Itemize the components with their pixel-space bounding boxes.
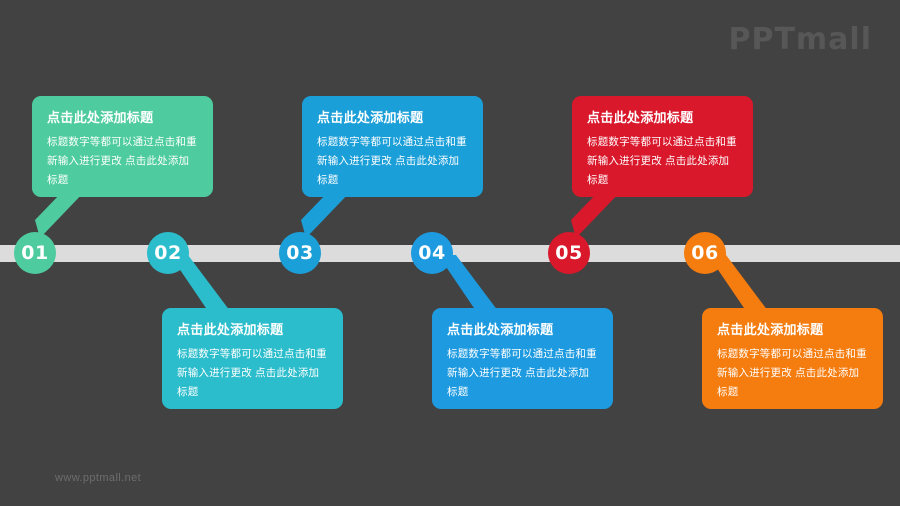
card-title: 点击此处添加标题	[587, 110, 694, 125]
node-number: 03	[286, 242, 314, 264]
node-number: 04	[418, 242, 446, 264]
card-title: 点击此处添加标题	[447, 322, 554, 337]
card-body: 标题数字等都可以通过点击和重新输入进行更改 点击此处添加标题	[587, 135, 737, 187]
timeline-node-02[interactable]: 02	[147, 232, 189, 274]
node-number: 06	[691, 242, 719, 264]
card-body: 标题数字等都可以通过点击和重新输入进行更改 点击此处添加标题	[447, 347, 597, 399]
node-number: 01	[21, 242, 49, 264]
card-title: 点击此处添加标题	[317, 110, 424, 125]
timeline-node-01[interactable]: 01	[14, 232, 56, 274]
pptmall-logo: PPTmall	[728, 22, 872, 57]
footer-url: www.pptmall.net	[55, 472, 142, 484]
card-body: 标题数字等都可以通过点击和重新输入进行更改 点击此处添加标题	[177, 347, 327, 399]
card-06[interactable]: 点击此处添加标题 标题数字等都可以通过点击和重新输入进行更改 点击此处添加标题	[702, 308, 883, 409]
card-02[interactable]: 点击此处添加标题 标题数字等都可以通过点击和重新输入进行更改 点击此处添加标题	[162, 308, 343, 409]
card-05[interactable]: 点击此处添加标题 标题数字等都可以通过点击和重新输入进行更改 点击此处添加标题	[572, 96, 753, 197]
card-title: 点击此处添加标题	[717, 322, 824, 337]
card-04[interactable]: 点击此处添加标题 标题数字等都可以通过点击和重新输入进行更改 点击此处添加标题	[432, 308, 613, 409]
card-title: 点击此处添加标题	[47, 110, 154, 125]
timeline-node-03[interactable]: 03	[279, 232, 321, 274]
card-body: 标题数字等都可以通过点击和重新输入进行更改 点击此处添加标题	[317, 135, 467, 187]
card-body: 标题数字等都可以通过点击和重新输入进行更改 点击此处添加标题	[717, 347, 867, 399]
timeline-node-06[interactable]: 06	[684, 232, 726, 274]
node-number: 02	[154, 242, 182, 264]
node-number: 05	[555, 242, 583, 264]
card-03[interactable]: 点击此处添加标题 标题数字等都可以通过点击和重新输入进行更改 点击此处添加标题	[302, 96, 483, 197]
card-title: 点击此处添加标题	[177, 322, 284, 337]
card-body: 标题数字等都可以通过点击和重新输入进行更改 点击此处添加标题	[47, 135, 197, 187]
timeline-node-04[interactable]: 04	[411, 232, 453, 274]
timeline-node-05[interactable]: 05	[548, 232, 590, 274]
card-01[interactable]: 点击此处添加标题 标题数字等都可以通过点击和重新输入进行更改 点击此处添加标题	[32, 96, 213, 197]
